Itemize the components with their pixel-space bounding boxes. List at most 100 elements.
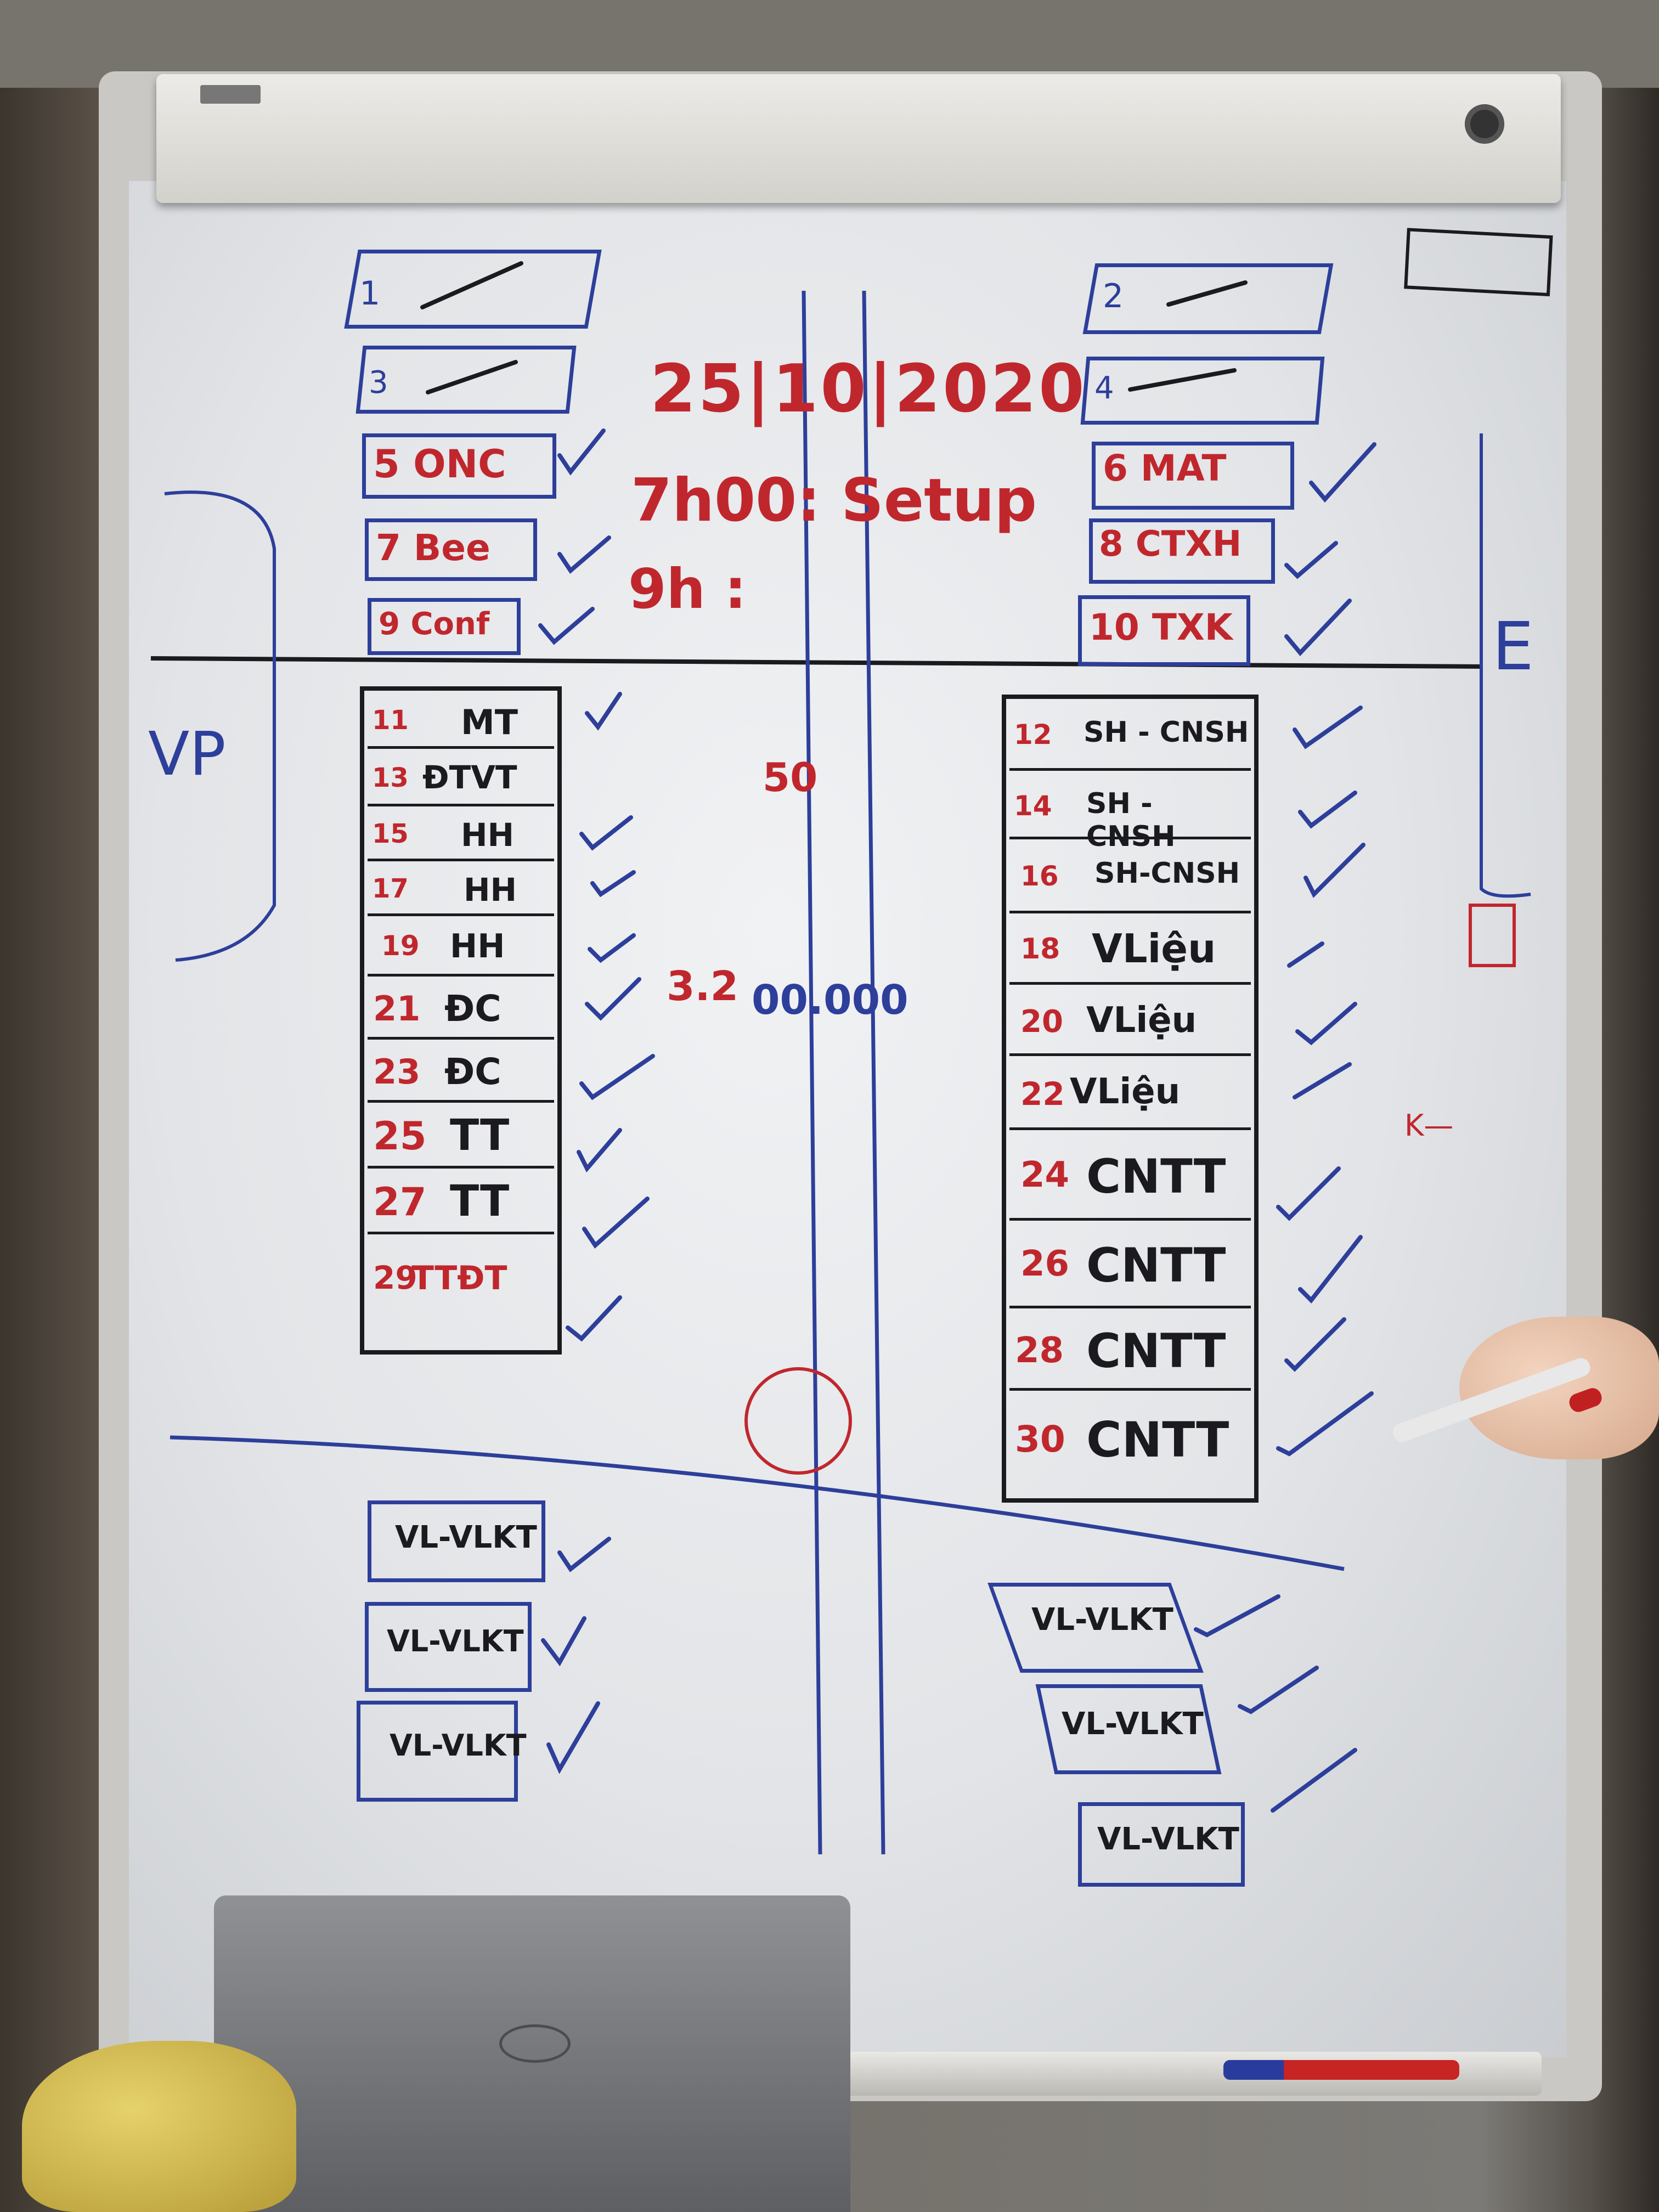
check-icon xyxy=(566,1295,622,1342)
top-left-box-7-label: 7 Bee xyxy=(376,527,490,569)
bottom-right-box-label: VL-VLKT xyxy=(1031,1602,1173,1638)
clip-knob xyxy=(1465,104,1504,144)
check-icon xyxy=(1271,1748,1357,1813)
bottom-left-box xyxy=(365,1602,532,1692)
blue-marker xyxy=(1223,2060,1284,2080)
red-door-mark xyxy=(1469,904,1516,967)
bottom-right-box xyxy=(1078,1802,1245,1887)
cross-out-mark xyxy=(1128,368,1237,392)
check-icon xyxy=(1284,1317,1346,1372)
top-right-box-8-label: 8 CTXH xyxy=(1099,524,1242,565)
check-icon xyxy=(1298,791,1357,829)
check-icon xyxy=(585,977,641,1021)
note-50: 50 xyxy=(763,754,818,800)
check-icon xyxy=(1304,843,1365,898)
bottom-left-box xyxy=(357,1701,518,1802)
top-left-box-5 xyxy=(362,433,556,499)
flipchart-clip-bar xyxy=(156,74,1561,203)
check-icon xyxy=(1295,1002,1357,1046)
bottom-right-box-label: VL-VLKT xyxy=(1062,1706,1204,1742)
setup-time: 7h00: Setup xyxy=(631,466,1037,535)
bottom-divider-line xyxy=(170,1435,1345,1571)
check-icon xyxy=(538,607,595,645)
check-icon xyxy=(1194,1594,1280,1638)
hand xyxy=(1459,1317,1659,1459)
right-bracket xyxy=(1480,433,1531,898)
check-icon xyxy=(1293,706,1363,749)
check-icon xyxy=(585,692,622,731)
check-icon xyxy=(588,933,636,963)
cross-out-mark xyxy=(426,360,518,394)
note-k: K— xyxy=(1404,1108,1454,1143)
check-icon xyxy=(557,535,611,574)
left-bracket xyxy=(164,490,276,962)
check-icon xyxy=(579,815,633,851)
check-icon xyxy=(590,870,636,898)
check-icon xyxy=(541,1616,586,1667)
bottom-left-box-label: VL-VLKT xyxy=(387,1624,524,1658)
corner-box xyxy=(1404,228,1553,297)
right-table-outline xyxy=(1002,695,1259,1503)
brand-label xyxy=(200,85,261,104)
top-right-box-10-label: 10 TXK xyxy=(1089,606,1233,648)
check-icon xyxy=(582,1197,650,1249)
check-icon xyxy=(1276,1166,1341,1221)
side-right-label: E xyxy=(1492,609,1534,685)
check-icon xyxy=(557,428,606,476)
top-divider-line xyxy=(150,656,1482,669)
cross-out-mark xyxy=(1166,280,1248,307)
check-icon xyxy=(577,1128,622,1173)
cross-out-mark xyxy=(420,261,523,309)
left-table-outline xyxy=(360,686,562,1355)
bottom-left-box-label: VL-VLKT xyxy=(395,1520,537,1555)
note-price-a: 3.2 xyxy=(667,963,739,1010)
check-icon xyxy=(579,1054,655,1101)
top-left-box-5-label: 5 ONC xyxy=(373,442,506,487)
check-icon xyxy=(1276,1391,1374,1457)
check-icon xyxy=(1309,442,1376,503)
top-right-box-4-label: 4 xyxy=(1094,370,1114,406)
check-icon xyxy=(546,1701,600,1774)
board-date: 25|10|2020 xyxy=(650,351,1087,427)
check-icon xyxy=(557,1537,611,1572)
note-price-b: 00.000 xyxy=(752,977,909,1024)
check-icon xyxy=(1284,599,1352,657)
bottom-left-box xyxy=(368,1500,545,1582)
top-right-box-2-label: 2 xyxy=(1103,277,1124,315)
top-right-box-6 xyxy=(1092,442,1294,510)
top-right-box-8 xyxy=(1089,518,1275,584)
bottom-left-box-label: VL-VLKT xyxy=(390,1728,527,1763)
top-left-box-3-label: 3 xyxy=(369,365,388,400)
check-icon xyxy=(1298,1235,1363,1304)
center-line-right xyxy=(862,290,885,1855)
top-left-box-9 xyxy=(368,598,521,655)
whiteboard-surface xyxy=(129,181,1566,2057)
side-left-label: VP xyxy=(148,719,226,789)
laptop-logo-icon xyxy=(499,2024,571,2063)
bottom-right-box-label: VL-VLKT xyxy=(1097,1821,1239,1857)
check-icon xyxy=(1287,941,1324,968)
top-right-box-10 xyxy=(1078,595,1250,666)
second-time: 9h : xyxy=(628,557,747,621)
